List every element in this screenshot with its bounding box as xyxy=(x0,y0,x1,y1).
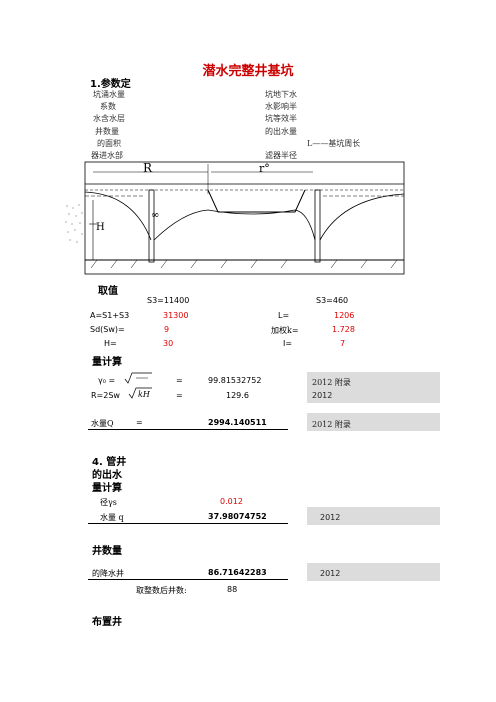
svg-text:kH: kH xyxy=(138,390,151,399)
r-label: R=2Sw xyxy=(91,391,120,400)
r-ref: 2012 xyxy=(312,391,333,400)
gamma-ref: 2012 附录 xyxy=(312,378,351,387)
count-label: 的降水井 xyxy=(92,569,124,578)
section-well-heading-1: 4. 管井 xyxy=(92,457,127,468)
count-value: 86.71642283 xyxy=(208,568,267,577)
section-well-heading-2: 的出水 xyxy=(92,470,122,481)
eq-1: = xyxy=(176,376,183,385)
s3-left: S3=11400 xyxy=(147,296,190,305)
param-right-1: 坑地下水 xyxy=(265,90,297,99)
param-left-4: 井数量 xyxy=(95,127,119,136)
section-params-heading: 1.参数定 xyxy=(90,79,131,90)
sd-label: Sd(Sw)= xyxy=(90,325,125,334)
param-left-3: 水含水层 xyxy=(93,114,125,123)
svg-text:∞: ∞ xyxy=(151,210,159,221)
section-layout-heading: 布置井 xyxy=(92,617,122,628)
param-left-1: 坑涌水量 xyxy=(93,90,125,99)
param-right-4: 的出水量 xyxy=(265,127,297,136)
svg-text:r°: r° xyxy=(259,162,270,175)
eq-2: = xyxy=(176,391,183,400)
sd-value: 9 xyxy=(164,325,170,334)
gamma-value: 99.81532752 xyxy=(208,376,262,385)
s3-right: S3=460 xyxy=(316,296,349,305)
h-value: 30 xyxy=(163,339,174,348)
a-label: A=S1+S3 xyxy=(90,311,130,320)
well-q-value: 37.98074752 xyxy=(208,512,267,521)
count-ref: 2012 xyxy=(320,569,341,578)
rs-value: 0.012 xyxy=(220,497,243,506)
param-right-6: 滤器半径 xyxy=(265,151,297,160)
page-title: 潜水完整井基坑 xyxy=(202,64,294,79)
q-ref: 2012 附录 xyxy=(312,420,351,429)
k-label: 加权k= xyxy=(271,326,299,335)
section-values-heading: 取值 xyxy=(98,286,118,297)
r-value: 129.6 xyxy=(226,391,249,400)
sqrt-kh-symbol: kH xyxy=(128,387,152,399)
soil-texture xyxy=(63,202,85,248)
ref-box-4 xyxy=(307,563,440,581)
section-calc-heading: 量计算 xyxy=(92,357,122,368)
round-label: 取整数后井数: xyxy=(136,586,187,595)
eq-3: = xyxy=(136,418,143,427)
svg-text:R: R xyxy=(143,161,153,175)
h-label: H= xyxy=(104,339,117,348)
foundation-pit-diagram: R r° H ∞ xyxy=(63,161,405,275)
q-label: 水量Q xyxy=(91,419,114,428)
a-value: 31300 xyxy=(163,311,189,320)
param-left-2: 系数 xyxy=(100,102,116,111)
count-underline xyxy=(88,568,288,580)
l-label: L= xyxy=(278,311,290,320)
round-value: 88 xyxy=(227,585,238,594)
q-underline xyxy=(88,418,288,430)
k-value: 1.728 xyxy=(332,325,355,334)
l-value: 1206 xyxy=(334,311,355,320)
i-label: I= xyxy=(283,339,293,348)
section-well-heading-3: 量计算 xyxy=(92,483,122,494)
well-q-ref: 2012 xyxy=(320,513,341,522)
rs-label: 径γs xyxy=(100,498,117,507)
q-value: 2994.140511 xyxy=(208,418,267,427)
gamma-label: γ₀ = xyxy=(98,376,116,385)
ref-box-3 xyxy=(307,507,440,525)
param-left-5: 的面积 xyxy=(97,139,121,148)
section-count-heading: 井数量 xyxy=(92,546,122,557)
well-q-underline xyxy=(88,512,288,524)
param-right-3: 坑等效半 xyxy=(265,114,297,123)
well-q-label: 水量 q xyxy=(100,513,124,522)
svg-text:H: H xyxy=(96,222,105,233)
param-left-6: 器进水部 xyxy=(91,151,123,160)
param-right-2: 水影响半 xyxy=(265,102,297,111)
sqrt-symbol xyxy=(124,372,152,384)
param-right-5: L——基坑周长 xyxy=(307,139,361,148)
ref-box-2 xyxy=(307,413,440,431)
i-value: 7 xyxy=(340,339,346,348)
ref-box-1 xyxy=(307,372,440,403)
